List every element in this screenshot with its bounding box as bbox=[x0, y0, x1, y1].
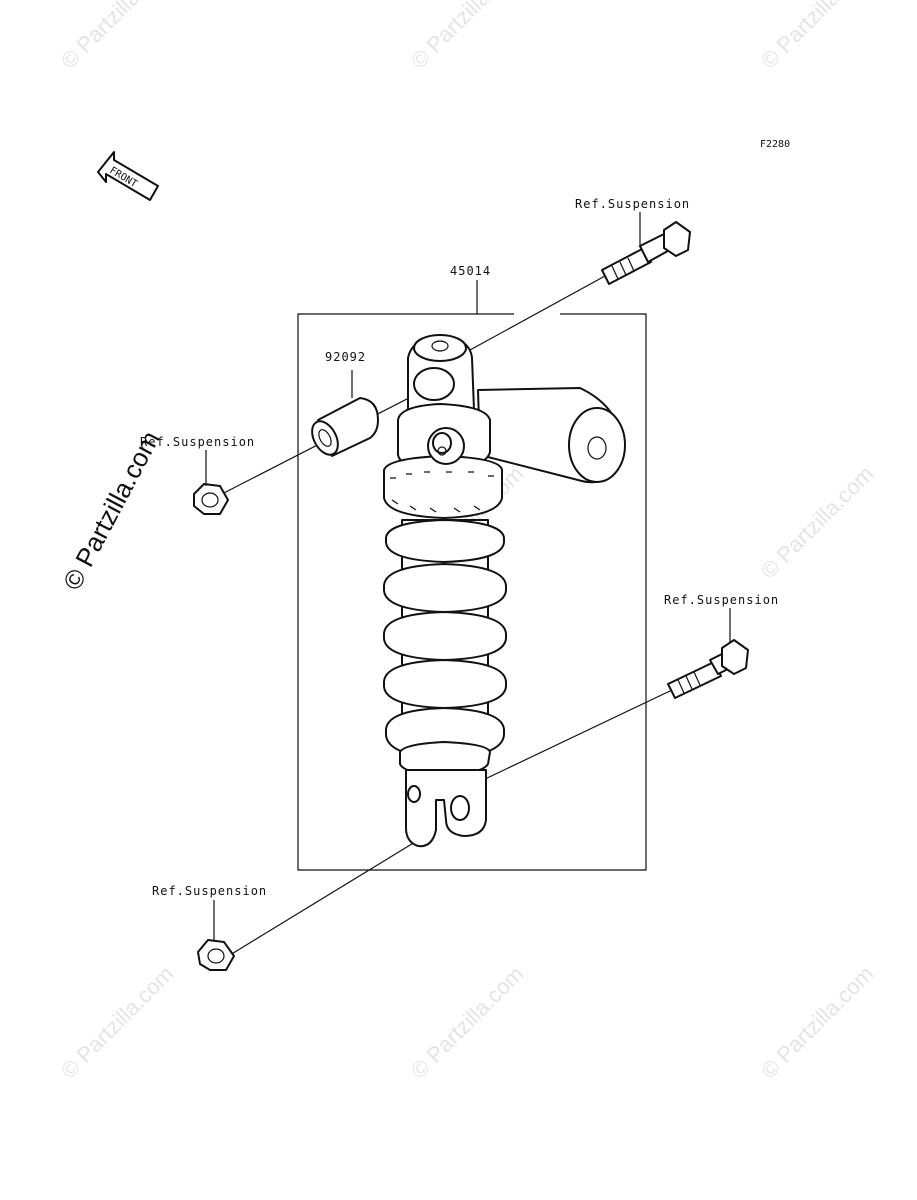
ref-lower-nut: Ref.Suspension bbox=[152, 884, 267, 898]
ref-upper-bolt: Ref.Suspension bbox=[575, 197, 690, 211]
shock-body bbox=[382, 334, 508, 848]
watermark: © Partzilla.com bbox=[756, 961, 879, 1084]
front-arrow-icon: FRONT bbox=[97, 151, 159, 201]
lower-bolt-axis bbox=[461, 689, 673, 791]
watermark: © Partzilla.com bbox=[56, 961, 179, 1084]
watermark: © Partzilla.com bbox=[756, 461, 879, 584]
lower-nut-axis bbox=[229, 841, 416, 956]
part-number-92092: 92092 bbox=[325, 350, 366, 364]
upper-nut bbox=[193, 483, 229, 515]
upper-bolt bbox=[601, 221, 691, 285]
part-number-45014: 45014 bbox=[450, 264, 491, 278]
assembly-bracket bbox=[297, 280, 647, 871]
reservoir bbox=[477, 387, 626, 484]
watermark-bold: © Partzilla.com bbox=[57, 426, 166, 595]
lower-bolt bbox=[667, 639, 749, 699]
watermark: © Partzilla.com bbox=[406, 0, 529, 74]
collar-92092 bbox=[311, 397, 379, 457]
lower-nut bbox=[197, 939, 235, 971]
upper-bolt-axis bbox=[469, 275, 606, 351]
watermark: © Partzilla.com bbox=[406, 961, 529, 1084]
figure-code: F2280 bbox=[760, 139, 790, 150]
ref-lower-bolt: Ref.Suspension bbox=[664, 593, 779, 607]
watermark: © Partzilla.com bbox=[56, 0, 179, 74]
ref-upper-nut: Ref.Suspension bbox=[140, 435, 255, 449]
watermark: © Partzilla.com bbox=[756, 0, 879, 74]
